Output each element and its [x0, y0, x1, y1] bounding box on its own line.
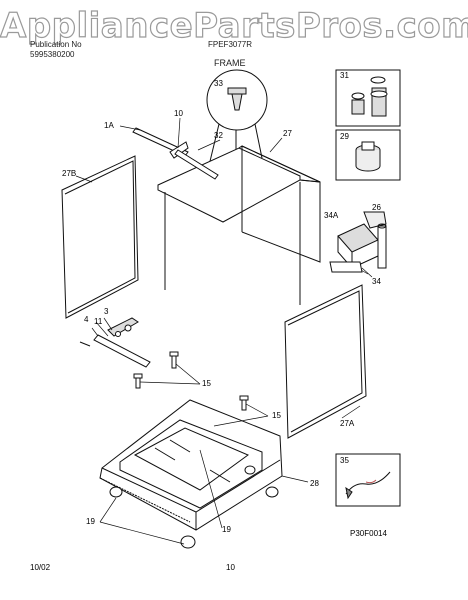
side-panel-27B	[61, 155, 139, 319]
callout-4: 4	[84, 315, 89, 324]
callout-29: 29	[340, 132, 349, 141]
callout-31: 31	[340, 71, 349, 80]
callout-27: 27	[283, 129, 292, 138]
callout-1A: 1A	[104, 121, 114, 130]
regulator-assembly	[329, 211, 387, 278]
callout-27A: 27A	[340, 419, 355, 428]
callout-11: 11	[94, 317, 103, 326]
callout-34A: 34A	[324, 211, 339, 220]
inset-29	[335, 129, 401, 181]
callout-34: 34	[372, 277, 381, 286]
callout-35: 35	[340, 456, 349, 465]
inset-31	[335, 69, 401, 127]
callout-26: 26	[372, 203, 381, 212]
model-number: FPEF3077R	[208, 40, 253, 49]
callout-3: 3	[104, 307, 109, 316]
footer-date: 10/02	[30, 563, 51, 572]
section-title: FRAME	[214, 58, 246, 68]
publication-label: Publication No	[30, 40, 82, 49]
callout-32: 32	[214, 131, 223, 140]
top-frame-panel	[157, 147, 301, 223]
side-panel-27A	[284, 284, 367, 439]
inset-35	[335, 453, 401, 507]
callout-19-left: 19	[86, 517, 95, 526]
publication-number: 5995380200	[30, 50, 75, 59]
watermark: AppliancePartsPros.com	[0, 5, 468, 46]
base-28	[99, 399, 283, 531]
figure-code: P30F0014	[350, 529, 387, 538]
callout-15-right: 15	[272, 411, 281, 420]
back-panel-27	[241, 145, 321, 263]
callout-28: 28	[310, 479, 319, 488]
bracket-4	[93, 334, 151, 368]
callout-15-left: 15	[202, 379, 211, 388]
caster-group	[109, 465, 279, 549]
callout-19-right: 19	[222, 525, 231, 534]
screw-33	[227, 87, 247, 111]
callout-10: 10	[174, 109, 183, 118]
callout-33: 33	[214, 79, 223, 88]
footer-page-number: 10	[226, 563, 235, 572]
callout-27B: 27B	[62, 169, 77, 178]
